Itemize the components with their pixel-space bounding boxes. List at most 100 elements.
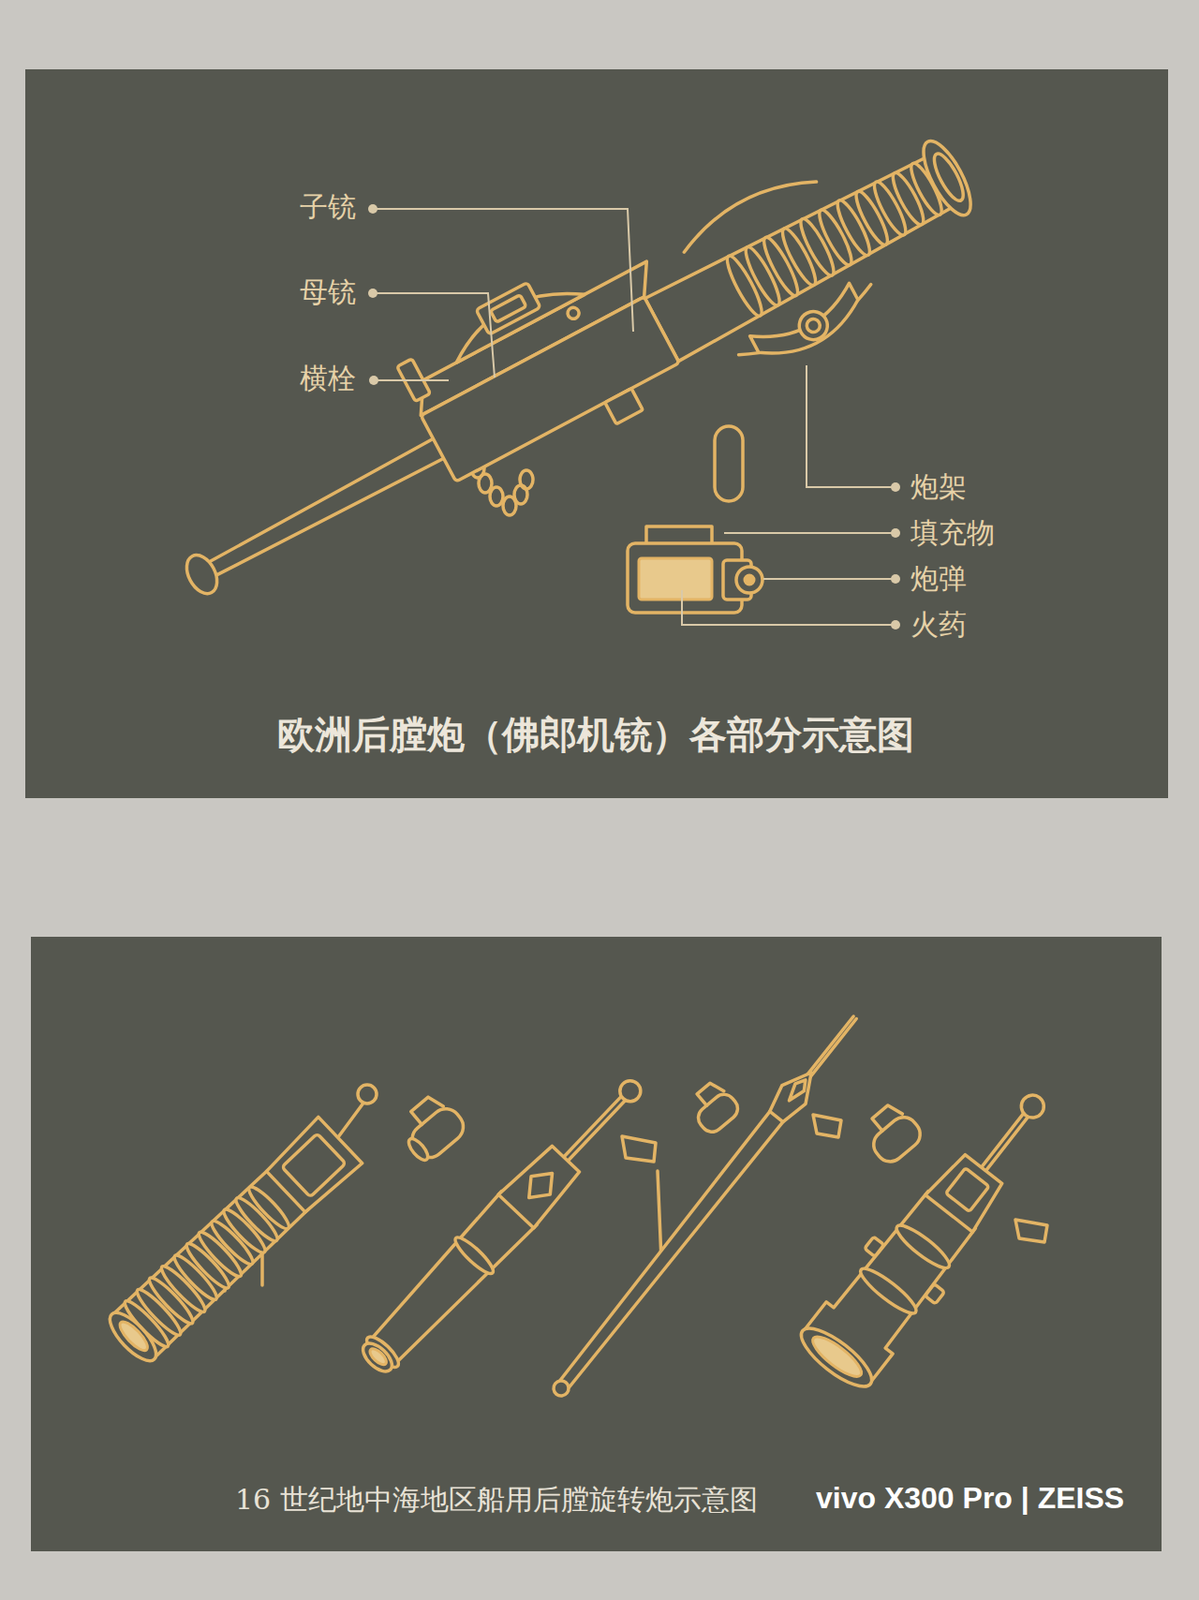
- swivel-gun-part-part: [868, 1111, 927, 1168]
- swivel-gun-part-part: [359, 1191, 537, 1375]
- panel: [30, 936, 1162, 1552]
- chain-part: [519, 470, 533, 489]
- leader-lines-part: [806, 365, 896, 488]
- swivel-gun-part-part: [405, 1135, 431, 1163]
- swivel-gun-part-part: [281, 1133, 346, 1198]
- swivel-gun-part-part: [562, 1095, 626, 1163]
- swivel-gun-part-part: [451, 1233, 498, 1278]
- part-label: 子铳: [299, 190, 356, 224]
- part-label: 炮架: [910, 470, 967, 504]
- chain-part: [478, 473, 492, 493]
- part-label: 火药: [910, 607, 967, 642]
- leader-lines-part: [372, 208, 634, 332]
- chain-part: [489, 487, 504, 506]
- swivel-gun-part: [392, 1089, 470, 1166]
- chamber-parts: [627, 526, 763, 613]
- swivel-gun-part: [544, 1007, 867, 1404]
- part-label: 母铳: [299, 275, 356, 310]
- swivel-gun-part-part: [793, 1318, 880, 1396]
- swivel-gun-part-part: [784, 1076, 811, 1104]
- leader-lines-part: [890, 482, 901, 492]
- swivel-gun-part-part: [405, 1102, 470, 1164]
- swivel-gun-part-part: [864, 1236, 885, 1257]
- leader-lines-part: [368, 288, 378, 298]
- swivel-gun-part-part: [498, 1141, 584, 1229]
- swivel-gun-part-part: [946, 1168, 990, 1212]
- cannon-body-part: [804, 316, 823, 335]
- swivel-gun: [544, 1007, 867, 1404]
- cannon-body-part: [565, 305, 581, 321]
- cannon-body-part: [180, 549, 223, 599]
- cannon-body-part: [605, 388, 643, 425]
- swivel-gun: [791, 1069, 1075, 1397]
- watermark: vivo X300 Pro | ZEISS: [815, 1480, 1125, 1516]
- leader-lines-part: [763, 577, 896, 580]
- swivel-gun-part-part: [925, 1150, 1007, 1232]
- swivel-gun-part-part: [550, 1377, 572, 1399]
- swivel-gun-part-part: [856, 1262, 921, 1319]
- swivel-gun-part-part: [696, 1079, 725, 1106]
- swivel-gun-part-part: [872, 1101, 903, 1131]
- cannon-body-part: [914, 134, 980, 223]
- cannon-body-part: [420, 296, 680, 482]
- swivel-gun-part: [1015, 1219, 1048, 1243]
- swivel-gun-part: [858, 1099, 927, 1168]
- swivel-gun-part-part: [807, 1331, 867, 1383]
- cannon-body-part: [645, 148, 961, 362]
- leader-lines-part: [890, 574, 901, 584]
- swivel-gun-part: [657, 1170, 662, 1260]
- swivel-gun-part: [621, 1136, 656, 1162]
- cannon-body-part: [675, 165, 816, 252]
- yoke-post-part: [714, 426, 743, 502]
- part-label: 填充物: [910, 516, 995, 550]
- cannon-body-part: [475, 282, 541, 336]
- figure-caption: 16 世纪地中海地区船用后膛旋转炮示意图: [235, 1482, 758, 1517]
- cannon-body: [141, 78, 1001, 655]
- part-label: 横栓: [299, 361, 356, 396]
- leader-lines-part: [368, 204, 378, 214]
- figure-caption: 欧洲后膛炮（佛郎机铳）各部分示意图: [277, 711, 915, 757]
- part-label: 炮弹: [910, 562, 967, 596]
- swivel-gun-part-part: [116, 1317, 152, 1355]
- swivel-gun-part-part: [891, 1219, 954, 1274]
- leader-lines-part: [890, 528, 901, 538]
- swivel-gun-part: [683, 1078, 742, 1137]
- leader-lines-part: [373, 379, 449, 382]
- cannon-body-part: [929, 149, 969, 205]
- leader-lines-part: [890, 620, 901, 630]
- swivel-gun-part-part: [411, 1093, 445, 1125]
- cannon-body-part: [489, 295, 526, 323]
- breech-loader-cannon: [141, 78, 1001, 655]
- swivel-gun-part: [813, 1114, 842, 1138]
- leader-lines-part: [369, 375, 379, 385]
- swivel-gun-part-part: [1016, 1090, 1049, 1123]
- cannon-body-part: [444, 272, 585, 363]
- swivel-gun-part: [791, 1069, 1075, 1397]
- leader-lines: [368, 204, 901, 630]
- chamber-parts-part: [638, 558, 712, 600]
- cannon-body-part: [203, 434, 453, 581]
- chamber-parts-part: [646, 526, 712, 544]
- swivel-gun-part-part: [103, 1305, 163, 1368]
- swivel-gun-part-part: [367, 1346, 389, 1367]
- swivel-gun-part-part: [264, 1116, 363, 1214]
- swivel-gun-part: [357, 1084, 377, 1104]
- cannon-body-part: [750, 282, 868, 370]
- swivel-gun-part-part: [519, 1164, 563, 1207]
- yoke-post: [714, 426, 743, 502]
- swivel-gun-part-part: [978, 1111, 1030, 1175]
- chamber-parts-part: [744, 575, 755, 585]
- swivel-gun-part: [102, 1116, 362, 1368]
- swivel-gun-part-part: [554, 1104, 789, 1394]
- leader-lines-part: [724, 532, 896, 534]
- swivel-gun-part-part: [925, 1284, 946, 1304]
- swivel-gun-part-part: [615, 1076, 645, 1106]
- panel: [25, 69, 1169, 799]
- leader-lines-part: [681, 590, 896, 625]
- cannon-body-part: [794, 306, 833, 345]
- swivel-gun-part-part: [357, 1338, 397, 1377]
- chamber-parts-part: [736, 566, 763, 593]
- leader-lines-part: [372, 293, 495, 378]
